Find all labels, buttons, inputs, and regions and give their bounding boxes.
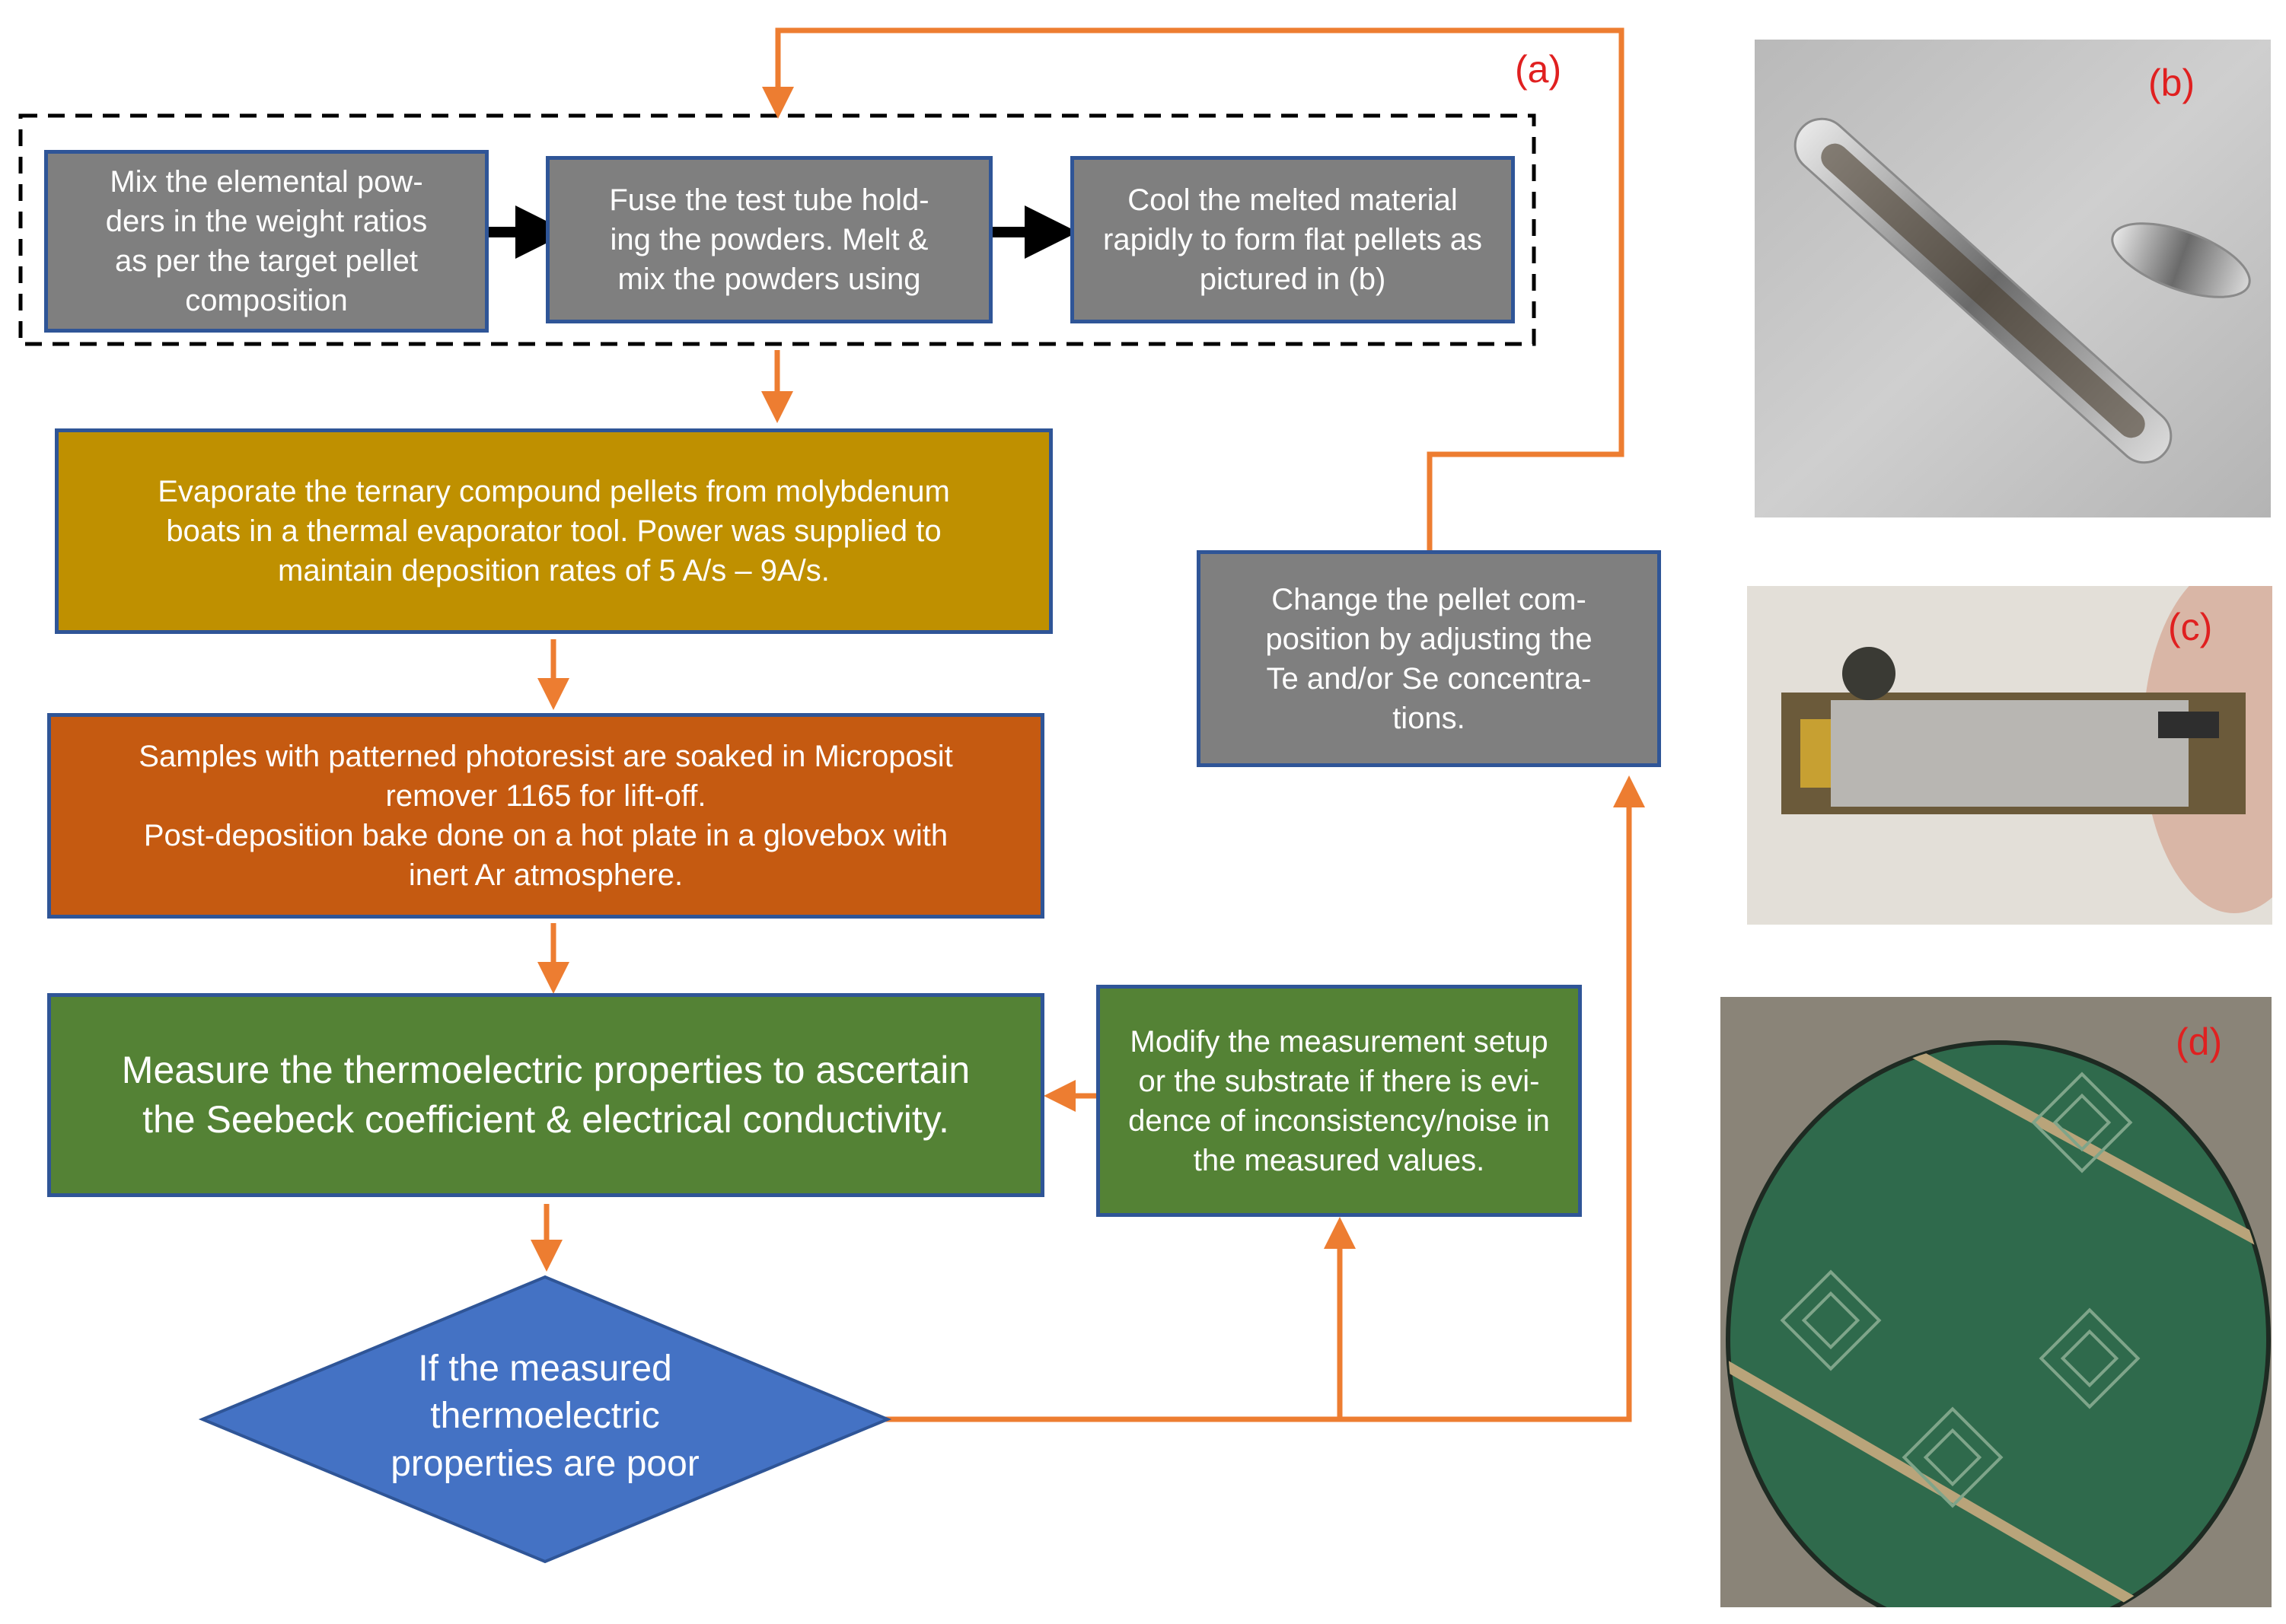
step-modify-setup: Modify the measurement setup or the subs… xyxy=(1096,985,1582,1217)
connector-decision-to-loops xyxy=(885,775,1645,1422)
step-change-composition: Change the pellet com- position by adjus… xyxy=(1197,550,1661,767)
step-cool-pellets-text: Cool the melted material rapidly to form… xyxy=(1103,183,1482,296)
step-measure-properties-text: Measure the thermoelectric properties to… xyxy=(121,1049,971,1141)
connector-change-to-group xyxy=(762,27,1624,552)
panel-label-a: (a) xyxy=(1515,48,1562,91)
decision-text: If the measured thermoelectric propertie… xyxy=(391,1349,700,1484)
step-change-composition-text: Change the pellet com- position by adjus… xyxy=(1265,582,1593,735)
photo-b-pellets xyxy=(1755,40,2271,517)
photo-c-sample-holder xyxy=(1747,586,2272,925)
panel-label-b: (b) xyxy=(2148,62,2195,104)
photo-d-wafer xyxy=(1720,997,2272,1607)
step-mix-powders-text: Mix the elemental pow- ders in the weigh… xyxy=(105,165,428,317)
panel-label-d: (d) xyxy=(2176,1021,2223,1063)
step-cool-pellets: Cool the melted material rapidly to form… xyxy=(1070,156,1515,323)
step-modify-setup-text: Modify the measurement setup or the subs… xyxy=(1128,1024,1550,1177)
step-evaporate: Evaporate the ternary compound pellets f… xyxy=(55,428,1053,634)
step-liftoff-bake-text: Samples with patterned photoresist are s… xyxy=(139,740,953,892)
panel-label-c: (c) xyxy=(2168,606,2213,648)
step-measure-properties: Measure the thermoelectric properties to… xyxy=(47,993,1044,1197)
step-fuse-tube: Fuse the test tube hold- ing the powders… xyxy=(546,156,993,323)
decision-diamond xyxy=(198,1275,892,1564)
step-mix-powders: Mix the elemental pow- ders in the weigh… xyxy=(44,150,489,333)
step-liftoff-bake: Samples with patterned photoresist are s… xyxy=(47,713,1044,919)
step-fuse-tube-text: Fuse the test tube hold- ing the powders… xyxy=(609,183,929,296)
step-evaporate-text: Evaporate the ternary compound pellets f… xyxy=(158,475,950,588)
